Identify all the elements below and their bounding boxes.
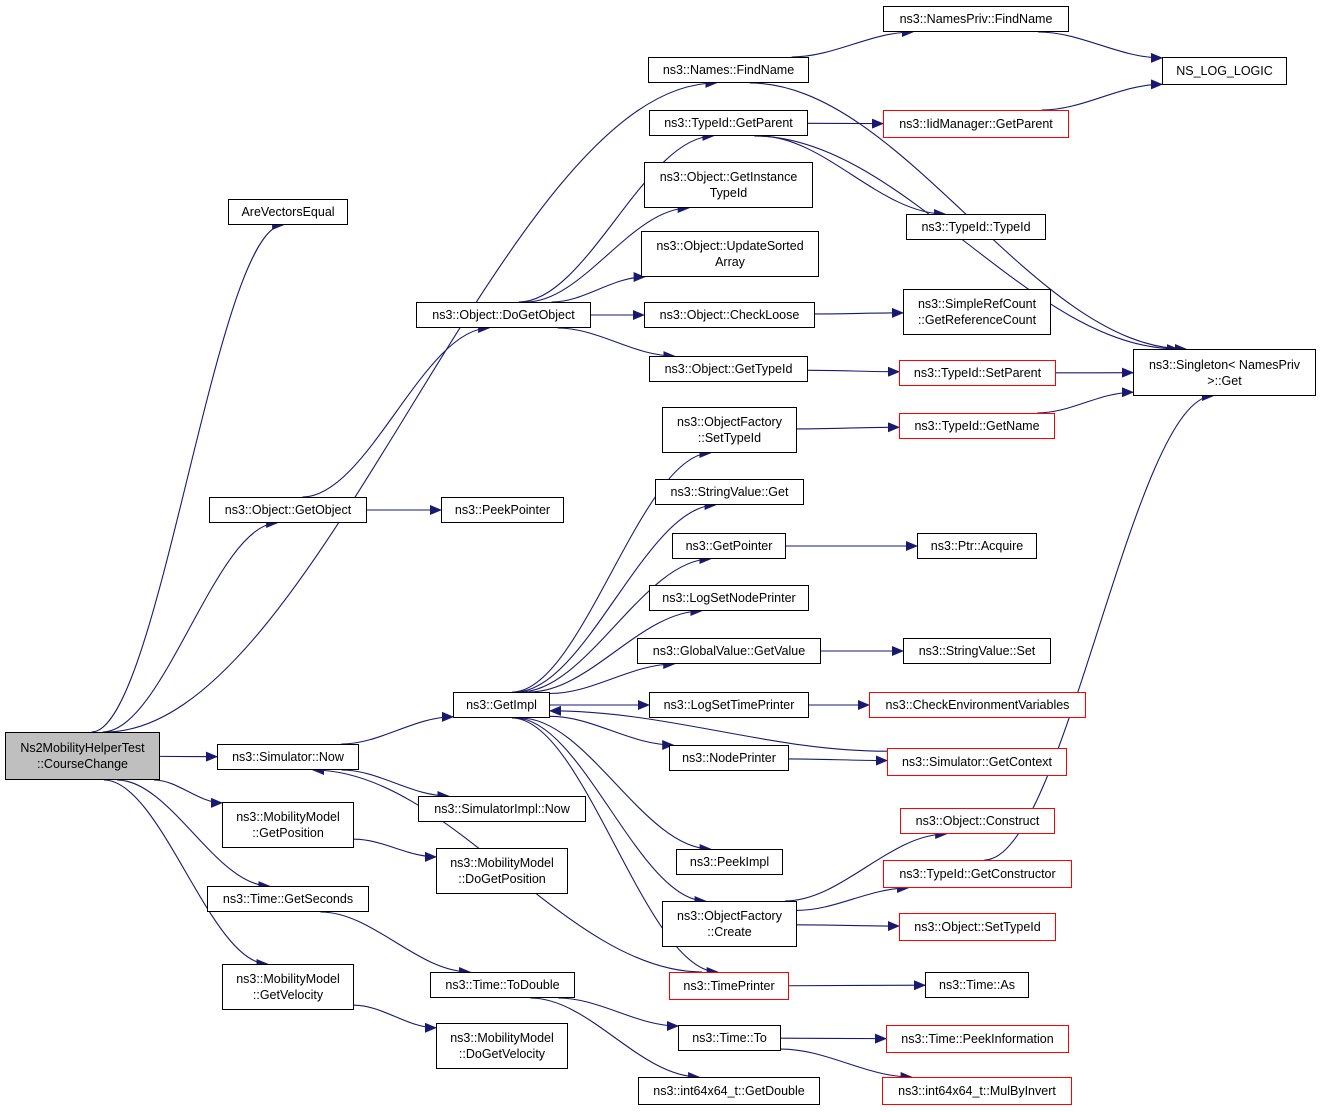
node-timeprinter[interactable]: ns3::TimePrinter <box>669 972 789 1000</box>
edge-object-dogetobject-to-object-getinstancetypeid <box>525 203 690 303</box>
node-getpointer[interactable]: ns3::GetPointer <box>672 533 786 559</box>
edge-objectfactory-settypeid-to-typeid-getname <box>796 422 900 433</box>
edge-getimpl-to-getpointer <box>520 554 712 693</box>
node-simulator-getcontext[interactable]: ns3::Simulator::GetContext <box>887 748 1067 776</box>
node-ptr-acquire[interactable]: ns3::Ptr::Acquire <box>917 533 1037 559</box>
edge-typeid-getparent-to-singleton-get <box>754 135 1179 354</box>
edge-object-dogetobject-to-object-gettypeid <box>557 327 676 361</box>
node-time-to[interactable]: ns3::Time::To <box>678 1025 781 1051</box>
edge-getimpl-to-stringvalue-get <box>515 500 717 693</box>
edge-objectfactory-create-to-typeid-getconstructor <box>796 883 910 911</box>
node-object-gettypeid[interactable]: ns3::Object::GetTypeId <box>649 356 808 382</box>
edge-root-to-arevectorsequal <box>91 220 285 733</box>
node-object-construct[interactable]: ns3::Object::Construct <box>900 808 1055 834</box>
edge-getimpl-to-objectfactory-create <box>515 717 707 906</box>
edge-time-todouble-to-int64-getdouble <box>530 997 701 1082</box>
node-mm-getvelocity[interactable]: ns3::MobilityModel ::GetVelocity <box>222 964 354 1010</box>
node-logsettimeprinter[interactable]: ns3::LogSetTimePrinter <box>649 692 809 718</box>
edge-object-getobject-to-object-dogetobject <box>302 323 491 498</box>
node-simulatorimpl-now[interactable]: ns3::SimulatorImpl::Now <box>418 796 586 822</box>
node-arevectorsequal[interactable]: AreVectorsEqual <box>228 199 348 225</box>
node-root[interactable]: Ns2MobilityHelperTest ::CourseChange <box>5 732 160 780</box>
node-time-peekinformation[interactable]: ns3::Time::PeekInformation <box>886 1025 1069 1053</box>
edge-iidmanager-getparent-to-ns-log-logic <box>1041 79 1163 111</box>
node-int64-getdouble[interactable]: ns3::int64x64_t::GetDouble <box>638 1077 820 1105</box>
node-objectfactory-create[interactable]: ns3::ObjectFactory ::Create <box>662 901 797 947</box>
edge-object-gettypeid-to-typeid-setparent <box>807 366 900 377</box>
node-names-findname[interactable]: ns3::Names::FindName <box>648 57 809 83</box>
edge-getimpl-to-globalvalue-getvalue <box>549 659 676 695</box>
node-peekpointer[interactable]: ns3::PeekPointer <box>441 497 564 523</box>
node-mm-dogetvelocity[interactable]: ns3::MobilityModel ::DoGetVelocity <box>436 1023 568 1069</box>
edge-namespriv-findname-to-ns-log-logic <box>1038 31 1163 63</box>
edge-typeid-getname-to-singleton-get <box>1037 387 1134 414</box>
node-object-dogetobject[interactable]: ns3::Object::DoGetObject <box>416 302 591 328</box>
edge-getimpl-to-logsetnodeprinter <box>529 606 703 693</box>
edge-objectfactory-create-to-object-settypeid <box>796 921 900 932</box>
node-ns-log-logic[interactable]: NS_LOG_LOGIC <box>1162 57 1287 85</box>
node-stringvalue-get[interactable]: ns3::StringValue::Get <box>655 479 804 505</box>
edge-root-to-time-getseconds <box>116 779 271 891</box>
edge-mm-getposition-to-mm-dogetposition <box>353 838 437 862</box>
edge-root-to-mm-getposition <box>153 779 223 808</box>
node-logsetnodeprinter[interactable]: ns3::LogSetNodePrinter <box>649 585 809 611</box>
node-simulator-now[interactable]: ns3::Simulator::Now <box>217 744 359 770</box>
node-typeid-getname[interactable]: ns3::TypeId::GetName <box>899 413 1055 439</box>
edge-getimpl-to-nodeprinter <box>549 715 675 750</box>
node-singleton-get[interactable]: ns3::Singleton< NamesPriv >::Get <box>1133 349 1316 396</box>
node-typeid-getconstructor[interactable]: ns3::TypeId::GetConstructor <box>883 860 1072 888</box>
node-typeid-getparent[interactable]: ns3::TypeId::GetParent <box>649 110 808 136</box>
edge-root-to-names-findname <box>105 78 718 733</box>
edge-getimpl-to-timeprinter <box>512 717 719 977</box>
edge-simulator-getcontext-to-getimpl <box>549 705 888 752</box>
node-object-getinstancetypeid[interactable]: ns3::Object::GetInstance TypeId <box>644 162 813 208</box>
node-mm-dogetposition[interactable]: ns3::MobilityModel ::DoGetPosition <box>436 848 568 894</box>
node-simplerefcount[interactable]: ns3::SimpleRefCount ::GetReferenceCount <box>903 289 1051 335</box>
node-checkenvvars[interactable]: ns3::CheckEnvironmentVariables <box>869 692 1086 718</box>
edge-root-to-object-getobject <box>102 518 279 733</box>
edge-mm-getvelocity-to-mm-dogetvelocity <box>353 1004 437 1033</box>
node-time-as[interactable]: ns3::Time::As <box>925 972 1029 998</box>
edge-typeid-getconstructor-to-singleton-get <box>984 391 1214 861</box>
edge-getimpl-to-peekimpl <box>520 717 712 854</box>
node-typeid-typeid[interactable]: ns3::TypeId::TypeId <box>906 214 1046 240</box>
edge-names-findname-to-namespriv-findname <box>791 27 914 58</box>
node-object-updatesortedarray[interactable]: ns3::Object::UpdateSorted Array <box>641 231 819 277</box>
edge-time-getseconds-to-time-todouble <box>320 911 472 977</box>
node-nodeprinter[interactable]: ns3::NodePrinter <box>669 745 789 771</box>
node-object-checkloose[interactable]: ns3::Object::CheckLoose <box>644 302 815 328</box>
edge-typeid-getparent-to-typeid-typeid <box>759 135 947 219</box>
edge-time-to-to-int64-mulbyinvert <box>780 1048 913 1082</box>
node-object-getobject[interactable]: ns3::Object::GetObject <box>209 497 367 523</box>
node-time-todouble[interactable]: ns3::Time::ToDouble <box>430 972 575 998</box>
node-objectfactory-settypeid[interactable]: ns3::ObjectFactory ::SetTypeId <box>662 407 797 453</box>
node-getimpl[interactable]: ns3::GetImpl <box>453 692 550 718</box>
edge-getimpl-to-objectfactory-settypeid <box>512 448 712 693</box>
edge-simulator-now-to-getimpl <box>341 711 454 745</box>
edge-time-todouble-to-time-to <box>558 997 679 1031</box>
edge-object-dogetobject-to-typeid-getparent <box>518 131 715 303</box>
node-peekimpl[interactable]: ns3::PeekImpl <box>676 849 783 875</box>
node-namespriv-findname[interactable]: ns3::NamesPriv::FindName <box>883 6 1069 32</box>
node-object-settypeid[interactable]: ns3::Object::SetTypeId <box>899 913 1056 941</box>
edge-root-to-mm-getvelocity <box>103 779 269 969</box>
node-time-getseconds[interactable]: ns3::Time::GetSeconds <box>207 886 369 912</box>
edge-objectfactory-create-to-object-construct <box>784 829 948 902</box>
edge-object-checkloose-to-simplerefcount <box>814 307 904 318</box>
node-int64-mulbyinvert[interactable]: ns3::int64x64_t::MulByInvert <box>882 1077 1072 1105</box>
node-globalvalue-getvalue[interactable]: ns3::GlobalValue::GetValue <box>637 638 821 664</box>
edge-simulator-now-to-simulatorimpl-now <box>341 769 450 801</box>
node-mm-getposition[interactable]: ns3::MobilityModel ::GetPosition <box>222 802 354 848</box>
node-typeid-setparent[interactable]: ns3::TypeId::SetParent <box>899 360 1056 386</box>
edge-nodeprinter-to-simulator-getcontext <box>788 755 888 766</box>
edge-timeprinter-to-time-as <box>788 980 926 991</box>
node-stringvalue-set[interactable]: ns3::StringValue::Set <box>903 638 1051 664</box>
edge-object-dogetobject-to-object-updatesortedarray <box>551 272 646 303</box>
node-iidmanager-getparent[interactable]: ns3::IidManager::GetParent <box>883 110 1069 138</box>
